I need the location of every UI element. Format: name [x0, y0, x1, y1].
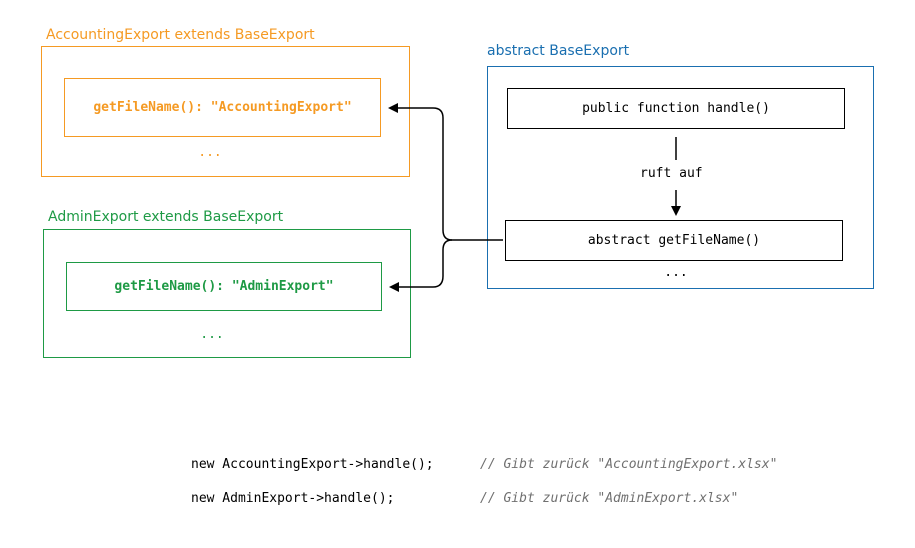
accounting-class-title: AccountingExport extends BaseExport — [46, 27, 315, 43]
override-arrow-accounting — [388, 103, 503, 241]
accounting-method-box: getFileName(): "AccountingExport" — [64, 78, 381, 137]
code-line-2-comment: // Gibt zurück "AdminExport.xlsx" — [480, 491, 739, 506]
admin-method-box: getFileName(): "AdminExport" — [66, 262, 382, 311]
calls-label: ruft auf — [640, 166, 703, 181]
base-dots: ... — [664, 265, 688, 280]
accounting-method-label: getFileName(): "AccountingExport" — [93, 100, 352, 115]
code-line-2-statement: new AdminExport->handle(); — [191, 491, 395, 506]
base-class-title: abstract BaseExport — [487, 43, 630, 59]
accounting-dots: ... — [198, 145, 222, 160]
abstract-method-box: abstract getFileName() — [505, 220, 843, 261]
admin-dots: ... — [200, 327, 224, 342]
abstract-method-label: abstract getFileName() — [587, 233, 761, 248]
handle-method-box: public function handle() — [507, 88, 845, 129]
code-line-1-statement: new AccountingExport->handle(); — [191, 457, 434, 472]
override-arrow-admin — [389, 239, 453, 292]
admin-method-label: getFileName(): "AdminExport" — [114, 279, 334, 294]
handle-method-label: public function handle() — [582, 101, 770, 116]
admin-class-title: AdminExport extends BaseExport — [48, 209, 284, 225]
code-line-1-comment: // Gibt zurück "AccountingExport.xlsx" — [480, 457, 778, 472]
base-class-box — [487, 66, 874, 289]
admin-class-box — [43, 229, 411, 358]
accounting-class-box — [41, 46, 410, 177]
